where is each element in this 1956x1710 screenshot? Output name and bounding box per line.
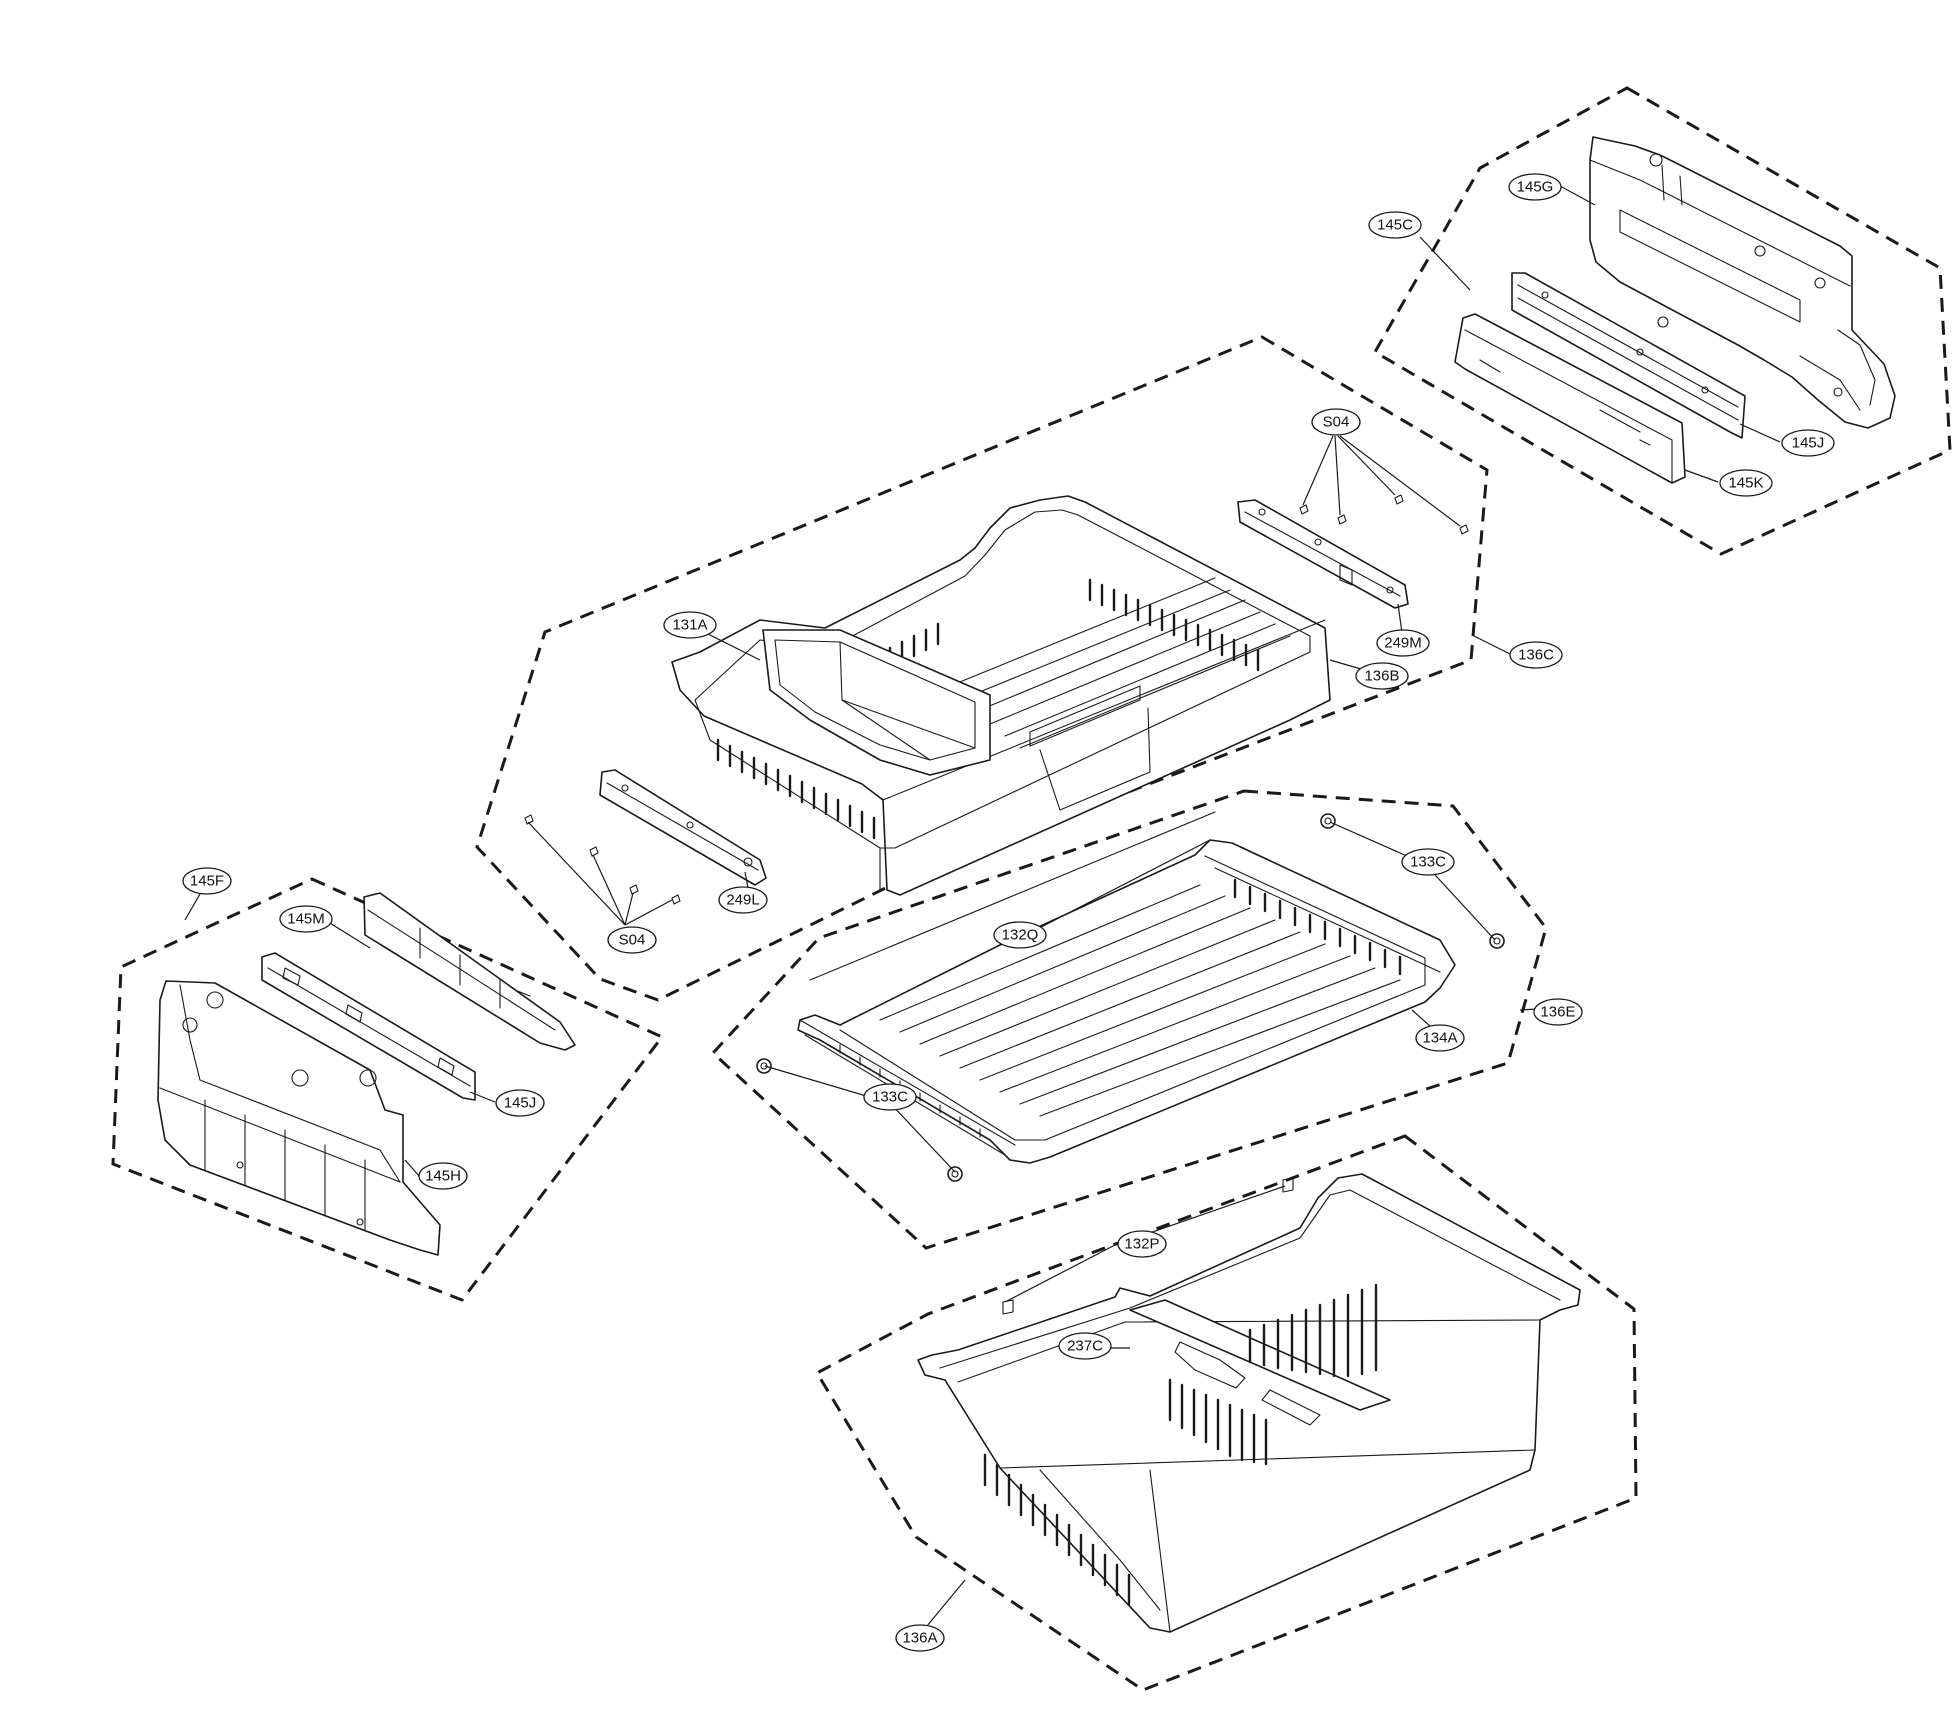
callout-133c-top: 133C	[1401, 848, 1455, 876]
vent-slots-left	[716, 738, 876, 840]
bracket-assembly-145f	[157, 892, 576, 1256]
storage-bin-131a	[762, 629, 991, 776]
slide-rail-249m	[1237, 499, 1409, 609]
callout-136a: 136A	[895, 1624, 945, 1652]
vent-slots-basket-front	[983, 1453, 1131, 1607]
group-outline-136a	[814, 1134, 1638, 1692]
bracket-assembly-145c	[1454, 136, 1896, 484]
callout-label: 133C	[872, 1089, 908, 1106]
basket-136a	[917, 1173, 1581, 1633]
callout-label: 136B	[1364, 668, 1399, 685]
wire-132q	[809, 811, 1216, 981]
callout-145c: 145C	[1368, 211, 1422, 239]
callout-label: 134A	[1422, 1030, 1457, 1047]
group-outline-136c	[475, 335, 1489, 1002]
callout-label: 145J	[1792, 435, 1825, 452]
screws-s04-top	[1299, 494, 1469, 535]
callout-145k: 145K	[1719, 469, 1773, 497]
callout-label: 132P	[1124, 1236, 1159, 1253]
screws-s04-bottom	[524, 814, 681, 905]
callout-label: 136E	[1540, 1004, 1575, 1021]
slide-rail-249l	[599, 769, 767, 886]
group-outline-136e	[710, 789, 1548, 1250]
callout-label: 145G	[1517, 179, 1554, 196]
callout-label: 145K	[1728, 475, 1763, 492]
clips-132p	[1002, 1177, 1294, 1315]
callout-label: 145J	[504, 1095, 537, 1112]
callout-label: 249L	[726, 892, 759, 909]
callout-label: 132Q	[1002, 927, 1039, 944]
shelf-tray-134a	[797, 839, 1456, 1164]
callout-label: 237C	[1067, 1338, 1103, 1355]
callout-249l: 249L	[718, 886, 768, 914]
callout-s04-top: S04	[1311, 408, 1361, 436]
vent-slots-basket-inner	[1168, 1283, 1378, 1466]
callout-s04-bottom: S04	[607, 926, 657, 954]
upper-drawer-136b	[671, 495, 1331, 896]
callout-237c: 237C	[1058, 1332, 1112, 1360]
callout-label: 145C	[1377, 217, 1413, 234]
callout-label: 136A	[902, 1630, 937, 1647]
callout-label: 145F	[190, 873, 224, 890]
callout-249m: 249M	[1376, 629, 1430, 657]
callout-145h: 145H	[418, 1162, 468, 1190]
group-outline-145c	[1372, 86, 1952, 556]
callout-132p: 132P	[1117, 1230, 1167, 1258]
callout-label: 145M	[287, 911, 325, 928]
callout-145j-top: 145J	[1781, 429, 1835, 457]
callout-label: 131A	[672, 617, 707, 634]
leader-lines	[184, 185, 1781, 1633]
callout-label: 136C	[1518, 647, 1554, 664]
callout-131a: 131A	[663, 611, 717, 639]
callout-145f: 145F	[182, 867, 232, 895]
callout-145m: 145M	[279, 905, 333, 933]
vent-slots-shelf	[1233, 878, 1402, 976]
callout-134a: 134A	[1415, 1024, 1465, 1052]
callout-label: S04	[619, 932, 646, 949]
callout-133c-bottom: 133C	[863, 1083, 917, 1111]
callout-132q: 132Q	[993, 921, 1047, 949]
callout-label: 145H	[425, 1168, 461, 1185]
callout-136e: 136E	[1533, 998, 1583, 1026]
callout-145g: 145G	[1508, 173, 1562, 201]
group-outline-145f	[111, 877, 665, 1302]
callout-label: 249M	[1384, 635, 1422, 652]
rollers-133c	[756, 813, 1505, 1182]
callout-145j-left: 145J	[495, 1089, 545, 1117]
callout-label: 133C	[1410, 854, 1446, 871]
callout-label: S04	[1323, 414, 1350, 431]
callout-136c: 136C	[1509, 641, 1563, 669]
callout-136b: 136B	[1355, 662, 1409, 690]
